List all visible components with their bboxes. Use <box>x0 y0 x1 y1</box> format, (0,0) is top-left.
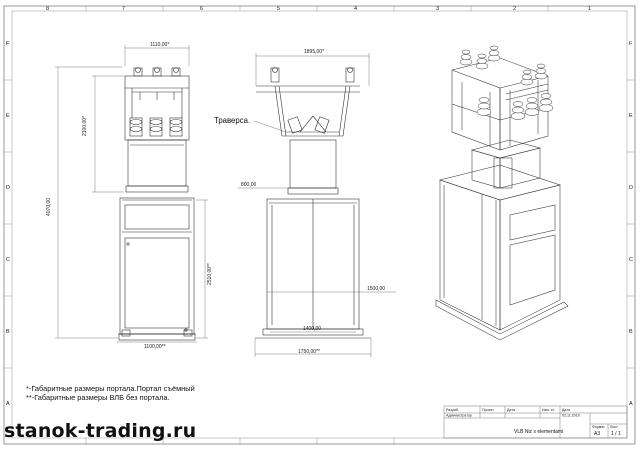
front-cabinet <box>119 197 195 335</box>
zone-top-2: 7 <box>122 6 125 12</box>
tb-sheet-label: Лист <box>610 425 618 429</box>
front-top-insulators <box>133 67 181 77</box>
front-dimensions <box>55 45 208 343</box>
tb-r1c5: Дата <box>562 408 570 412</box>
dim-side-base-outer: 1750,00** <box>298 349 320 355</box>
front-view <box>118 67 196 341</box>
iso-insulator-3 <box>487 45 501 62</box>
zone-left-a: A <box>6 401 10 407</box>
zone-top-1: 8 <box>46 6 49 12</box>
iso-insulator-9 <box>538 93 554 112</box>
zone-right-f: F <box>629 41 633 47</box>
dim-side-base-inner: 1400,00 <box>303 326 321 332</box>
outer-frame <box>3 5 636 445</box>
side-dimensions <box>238 53 396 357</box>
zone-top-7: 2 <box>513 6 516 12</box>
iso-insulator-1 <box>459 49 473 66</box>
title-block <box>443 405 628 439</box>
iso-insulators <box>459 45 554 120</box>
zone-right-e: E <box>629 113 633 119</box>
zone-right-c: C <box>629 257 633 263</box>
zone-right-b: B <box>629 329 633 335</box>
front-pedestal <box>127 139 187 187</box>
zone-markers-side <box>4 79 635 369</box>
side-view <box>255 67 371 339</box>
zone-markers-top <box>85 6 549 444</box>
zone-top-4: 5 <box>277 6 280 12</box>
tb-r1c2: Проект <box>482 408 494 412</box>
dim-front-base-width: 1100,00** <box>144 344 166 350</box>
note-vlb: **-Габаритные размеры ВЛБ без портала. <box>26 393 170 402</box>
iso-portal-left <box>451 69 501 151</box>
zone-labels: 8 7 6 5 4 3 2 1 F E D C B A F E D C B A <box>6 6 633 407</box>
dim-side-portal-width: 1895,00* <box>304 49 324 55</box>
tb-r1c3: Дата <box>507 408 515 412</box>
zone-left-c: C <box>6 257 10 263</box>
dim-side-mid-height: 1500,00 <box>367 286 385 292</box>
iso-insulator-5 <box>534 63 548 80</box>
tb-sheet-value: 1 / 1 <box>611 431 621 437</box>
front-portal-frame <box>124 75 190 141</box>
tb-format-label: Формат <box>592 425 605 429</box>
inner-frame <box>11 10 628 439</box>
zone-top-6: 3 <box>436 6 439 12</box>
dim-front-portal-width: 1110,00* <box>150 42 169 48</box>
iso-insulator-7 <box>510 101 526 120</box>
iso-cabinet-top <box>439 164 561 201</box>
note-portal: *-Габаритные размеры портала.Портал съём… <box>26 384 195 393</box>
dim-front-total-height: 4070,00 <box>46 198 52 216</box>
tb-r2c1: Администратор <box>446 414 472 418</box>
iso-insulator-6 <box>476 97 492 116</box>
traverse-label: Траверса. <box>214 116 250 125</box>
zone-top-5: 4 <box>354 6 357 12</box>
iso-cabinet-front <box>439 179 501 331</box>
tb-r1c4: Изм. ст. <box>542 408 555 412</box>
zone-top-3: 6 <box>200 6 203 12</box>
tb-format-value: A3 <box>594 431 600 437</box>
zone-left-f: F <box>6 41 10 47</box>
iso-insulator-8 <box>524 97 540 116</box>
tb-date: 02.11.2016 <box>562 414 580 418</box>
watermark-text: stanok-trading.ru <box>4 420 197 442</box>
side-pedestal <box>289 139 337 189</box>
zone-left-b: B <box>6 329 10 335</box>
dim-front-portal-height: 2100,00* <box>82 116 88 136</box>
zone-left-d: D <box>6 185 10 191</box>
zone-right-d: D <box>629 185 633 191</box>
iso-insulator-2 <box>475 53 489 70</box>
isometric-view <box>435 57 569 341</box>
front-bushings <box>129 117 183 137</box>
zone-top-8: 1 <box>588 6 591 12</box>
iso-pedestal-front <box>471 149 501 189</box>
iso-insulator-4 <box>520 69 534 86</box>
tb-doc-title: VLB Niz s elementami <box>514 429 563 435</box>
dim-side-pedestal-height: 800,00 <box>241 182 257 188</box>
zone-left-e: E <box>6 113 10 119</box>
tb-r1c1: Разраб. <box>446 408 459 412</box>
iso-portal-right <box>499 75 549 151</box>
zone-right-a: A <box>629 401 633 407</box>
dim-front-cabinet-height: 2510,00** <box>207 263 213 285</box>
